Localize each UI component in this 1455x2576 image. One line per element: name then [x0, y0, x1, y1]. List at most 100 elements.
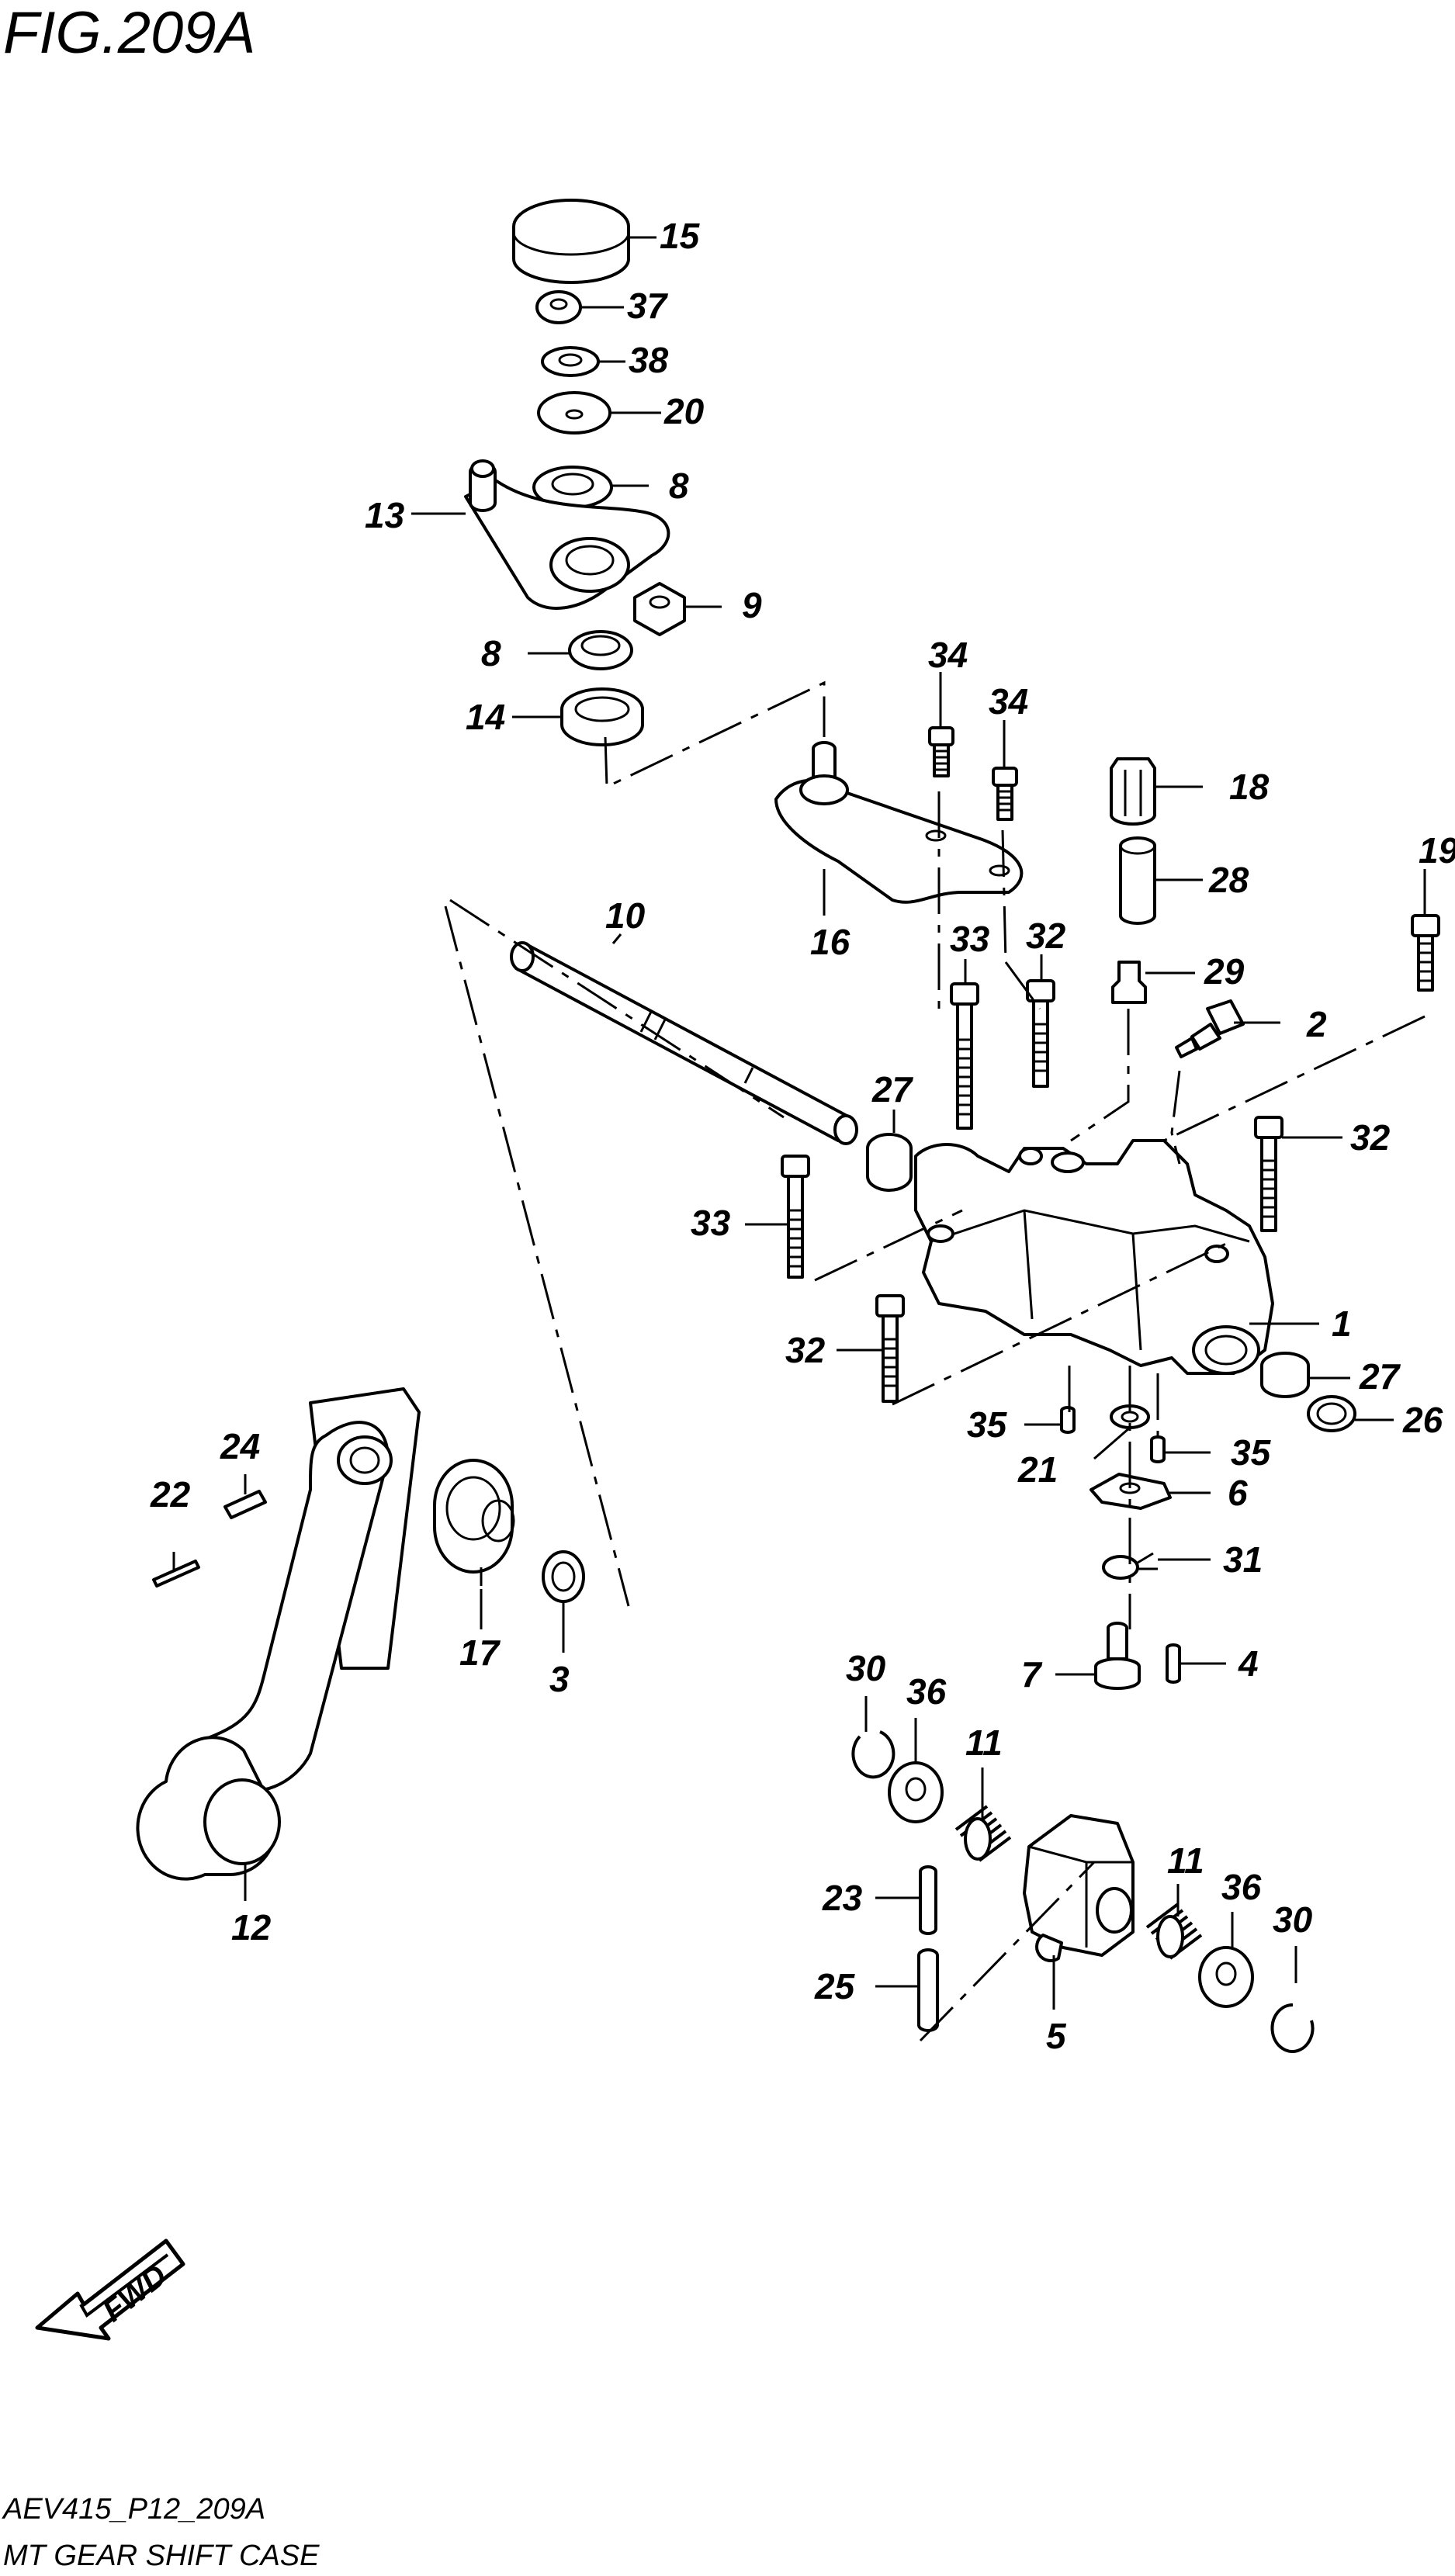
callout-37: 37 [627, 286, 669, 326]
part-8-bushing-lower [568, 630, 633, 670]
assembly-lines [444, 680, 1426, 2042]
callout-36-b: 36 [1221, 1867, 1262, 1907]
callout-11-a: 11 [965, 1723, 1003, 1763]
part-32-bolt-right [1254, 1116, 1284, 1232]
part-11-spring-a [954, 1805, 1012, 1862]
part-35-pin-b [1150, 1435, 1166, 1463]
callout-23: 23 [822, 1878, 863, 1918]
callout-6: 6 [1228, 1473, 1248, 1513]
part-34-bolt-b [992, 767, 1018, 821]
part-16-lever-arm [774, 741, 1024, 904]
callout-8-lower: 8 [481, 633, 501, 673]
callout-32-right: 32 [1350, 1117, 1391, 1158]
drawing-name: MT GEAR SHIFT CASE [3, 2540, 320, 2572]
callout-35-a: 35 [967, 1404, 1008, 1445]
callout-32-lower: 32 [785, 1330, 826, 1370]
part-24-pin [223, 1490, 267, 1519]
callout-15: 15 [660, 216, 701, 256]
part-17-bushing [433, 1459, 515, 1586]
figure-title: FIG.209A [3, 0, 255, 66]
callout-27-b: 27 [1359, 1356, 1401, 1397]
callout-29: 29 [1204, 951, 1245, 992]
part-22-pin [152, 1560, 200, 1587]
part-32-bolt-upper [1026, 979, 1055, 1088]
part-1-gear-shift-case [914, 1139, 1274, 1375]
callout-11-b: 11 [1167, 1840, 1204, 1881]
part-18-cap [1110, 757, 1156, 826]
part-23-pin [919, 1865, 937, 1935]
part-15-cap [512, 199, 630, 284]
part-12-arm [136, 1387, 421, 1881]
callout-13: 13 [365, 495, 405, 535]
part-36-washer-b [1198, 1946, 1254, 2008]
callout-16: 16 [810, 922, 850, 962]
part-35-pin-a [1060, 1406, 1076, 1434]
part-34-bolt-a [928, 726, 954, 777]
part-29-pin [1111, 961, 1147, 1004]
part-19-bolt [1411, 914, 1440, 992]
part-33-bolt-upper [950, 982, 979, 1130]
part-13-lever [464, 459, 670, 610]
callout-38: 38 [629, 340, 669, 380]
callout-36-a: 36 [906, 1671, 947, 1712]
part-33-bolt-lower [781, 1155, 810, 1279]
part-20-washer [537, 391, 611, 435]
callout-labels: 15 37 38 20 8 13 9 8 14 34 34 18 16 28 1… [150, 216, 1455, 2056]
part-32-bolt-lower [875, 1294, 905, 1403]
part-26-ring [1307, 1395, 1356, 1432]
callout-5: 5 [1046, 2016, 1067, 2056]
callout-35-b: 35 [1231, 1432, 1272, 1473]
callout-9: 9 [742, 585, 762, 625]
part-2-sensor [1175, 999, 1245, 1058]
callout-34-a: 34 [928, 635, 968, 675]
part-36-washer-a [888, 1761, 944, 1823]
callout-12: 12 [231, 1907, 272, 1948]
callout-8-upper: 8 [669, 466, 689, 506]
part-25-pin [917, 1948, 939, 2032]
fwd-direction-badge: FWD [35, 2238, 185, 2341]
callout-17: 17 [459, 1633, 501, 1673]
callout-22: 22 [150, 1474, 191, 1515]
callout-25: 25 [814, 1966, 856, 2006]
callout-27-a: 27 [871, 1069, 914, 1110]
part-6-plate [1090, 1473, 1172, 1510]
callout-19: 19 [1419, 830, 1455, 871]
part-4-pin [1166, 1643, 1181, 1684]
callout-2: 2 [1306, 1004, 1327, 1044]
callout-24: 24 [220, 1426, 260, 1466]
callout-30-a: 30 [846, 1648, 886, 1688]
callout-21: 21 [1017, 1449, 1058, 1490]
callout-31: 31 [1223, 1539, 1263, 1580]
leader-lines [172, 236, 1426, 2010]
part-30-clip-b [1270, 2003, 1315, 2053]
callout-3: 3 [549, 1659, 570, 1699]
callout-32-upper: 32 [1026, 916, 1066, 956]
part-3-seal [542, 1550, 585, 1603]
part-9-square-nut [633, 582, 686, 636]
callout-18: 18 [1229, 767, 1270, 807]
callout-33-upper: 33 [950, 919, 990, 959]
part-11-spring-b [1145, 1903, 1203, 1960]
part-30-clip-a [851, 1730, 896, 1779]
part-14-seal [560, 687, 644, 746]
callout-30-b: 30 [1273, 1899, 1313, 1940]
callout-33-lower: 33 [691, 1203, 731, 1243]
part-7-plunger [1094, 1622, 1141, 1690]
fwd-arrow-icon [35, 2238, 185, 2341]
part-38-washer [541, 346, 600, 377]
callout-20: 20 [663, 391, 705, 431]
callout-26: 26 [1402, 1400, 1443, 1440]
part-27-bushing-a [866, 1133, 913, 1192]
callout-28: 28 [1208, 860, 1249, 900]
callout-4: 4 [1238, 1643, 1259, 1684]
part-28-tube [1119, 836, 1156, 925]
part-27-bushing-b [1260, 1352, 1310, 1398]
callout-14: 14 [466, 697, 505, 737]
callout-34-b: 34 [989, 681, 1028, 722]
part-5-shift-fork [1023, 1814, 1135, 1963]
callout-10: 10 [605, 895, 646, 936]
drawing-code: AEV415_P12_209A [2, 2493, 265, 2526]
callout-1: 1 [1332, 1304, 1352, 1344]
part-37-nut [535, 290, 582, 324]
